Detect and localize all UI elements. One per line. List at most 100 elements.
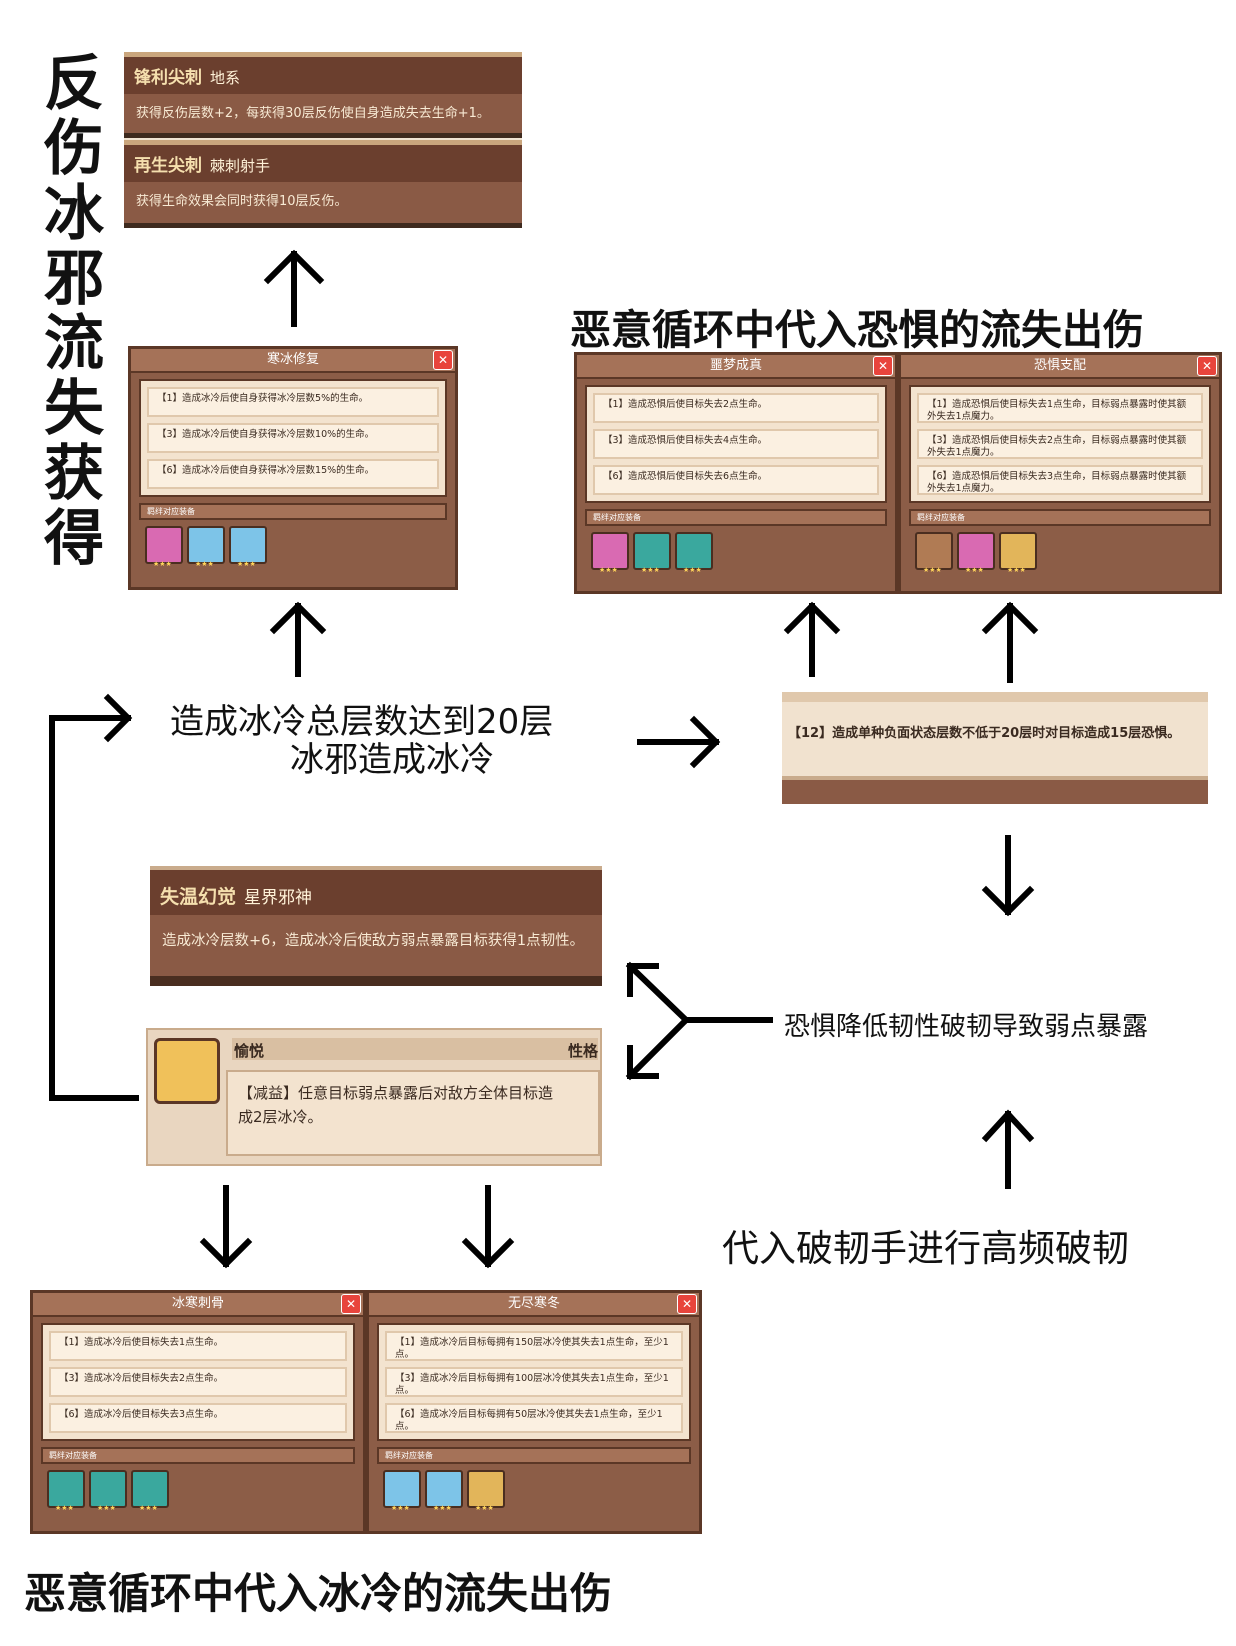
- wand-equip-icon[interactable]: ★★★: [467, 1470, 505, 1512]
- skill-desc: 获得生命效果会同时获得10层反伤。: [136, 194, 348, 209]
- skill-tag: 星界邪神: [244, 888, 313, 908]
- skill-tag: 地系: [210, 69, 241, 87]
- equip-list: ★★★ ★★★ ★★★: [383, 1470, 691, 1512]
- helmet-equip-icon[interactable]: ★★★: [145, 526, 183, 568]
- ring-equip-icon[interactable]: ★★★: [915, 532, 953, 574]
- arrow-up-from-breaker: [981, 1109, 1035, 1189]
- set-bonus-list: 【1】造成恐惧后使目标失去1点生命，目标弱点暴露时使其额外失去1点魔力。 【3】…: [909, 385, 1211, 503]
- title-fear-loop: 恶意循环中代入恐惧的流失出伤: [570, 306, 1144, 354]
- fear-break-line: 恐惧降低韧性破韧导致弱点暴露: [784, 1012, 1149, 1042]
- trait-category: 性格: [568, 1042, 599, 1060]
- set-bonus-row: 【6】造成冰冷后目标每拥有50层冰冷使其失去1点生命，至少1点。: [385, 1403, 683, 1433]
- set-bonus-row: 【1】造成恐惧后使目标失去2点生命。: [593, 393, 879, 423]
- equip-label: 羁绊对应装备: [377, 1447, 691, 1464]
- close-icon[interactable]: ✕: [341, 1294, 361, 1314]
- set-panel-ice-bone: 冰寒刺骨 ✕ 【1】造成冰冷后使目标失去1点生命。 【3】造成冰冷后使目标失去2点…: [30, 1290, 366, 1534]
- set-bonus-row: 【3】造成恐惧后使目标失去2点生命，目标弱点暴露时使其额外失去1点魔力。: [917, 429, 1203, 459]
- hat-equip-icon[interactable]: ★★★: [675, 532, 713, 574]
- close-icon[interactable]: ✕: [873, 356, 893, 376]
- equip-list: ★★★ ★★★ ★★★: [591, 532, 887, 574]
- skill-card-regen-spike: 再生尖刺棘刺射手 获得生命效果会同时获得10层反伤。: [124, 140, 522, 228]
- equip-label: 羁绊对应装备: [585, 509, 887, 526]
- arrow-up-to-ice-repair: [269, 601, 327, 677]
- wand-equip-icon[interactable]: ★★★: [229, 526, 267, 568]
- trait-name: 愉悦: [234, 1042, 265, 1060]
- skill-stack-top: 锋利尖刺地系 获得反伤层数+2，每获得30层反伤使自身造成失去生命+1。 再生尖…: [124, 52, 522, 228]
- equip-list: ★★★ ★★★ ★★★: [915, 532, 1211, 574]
- close-icon[interactable]: ✕: [433, 350, 453, 370]
- set-bonus-row: 【6】造成冰冷后使目标失去3点生命。: [49, 1403, 347, 1433]
- set-bonus-row: 【6】造成恐惧后使目标失去6点生命。: [593, 465, 879, 495]
- threshold-bonus-text: 【12】造成单种负面状态层数不低于20层时对目标造成15层恐惧。: [788, 726, 1181, 741]
- set-bonus-row: 【3】造成恐惧后使目标失去4点生命。: [593, 429, 879, 459]
- crystal-equip-icon[interactable]: ★★★: [425, 1470, 463, 1512]
- trait-desc-line1: 【减益】任意目标弱点暴露后对敌方全体目标造: [238, 1084, 554, 1102]
- set-bonus-list: 【1】造成冰冷后使自身获得冰冷层数5%的生命。 【3】造成冰冷后使自身获得冰冷层…: [139, 379, 447, 497]
- helmet-equip-icon[interactable]: ★★★: [383, 1470, 421, 1512]
- arrow-down-to-endless-cold: [461, 1185, 515, 1269]
- set-title: 冰寒刺骨: [171, 1296, 224, 1311]
- vertical-title: 反伤冰邪流失获得: [44, 49, 104, 574]
- gem-equip-icon[interactable]: ★★★: [999, 532, 1037, 574]
- title-cold-loop: 恶意循环中代入冰冷的流失出伤: [24, 1569, 613, 1618]
- set-panel-fear-rule: 恐惧支配 ✕ 【1】造成恐惧后使目标失去1点生命，目标弱点暴露时使其额外失去1点魔…: [898, 352, 1222, 594]
- skill-desc: 获得反伤层数+2，每获得30层反伤使自身造成失去生命+1。: [136, 106, 490, 121]
- arrow-up-to-nightmare: [783, 601, 841, 677]
- skill-card-illusion: 失温幻觉星界邪神 造成冰冷层数+6，造成冰冷后使敌方弱点暴露目标获得1点韧性。: [150, 866, 602, 986]
- amulet-equip-icon[interactable]: ★★★: [957, 532, 995, 574]
- set-bonus-row: 【1】造成冰冷后使目标失去1点生命。: [49, 1331, 347, 1361]
- armor-equip-icon[interactable]: ★★★: [633, 532, 671, 574]
- set-title: 寒冰修复: [266, 352, 319, 367]
- skill-name: 锋利尖刺: [134, 68, 202, 88]
- set-bonus-row: 【1】造成冰冷后目标每拥有150层冰冷使其失去1点生命，至少1点。: [385, 1331, 683, 1361]
- set-bonus-row: 【6】造成恐惧后使目标失去3点生命，目标弱点暴露时使其额外失去1点魔力。: [917, 465, 1203, 495]
- equip-label: 羁绊对应装备: [139, 503, 447, 520]
- set-panel-ice-repair: 寒冰修复 ✕ 【1】造成冰冷后使自身获得冰冷层数5%的生命。 【3】造成冰冷后使自…: [128, 346, 458, 590]
- trait-card-joy: 愉悦 性格 【减益】任意目标弱点暴露后对敌方全体目标造 成2层冰冷。: [146, 1028, 602, 1166]
- cold-threshold-line1: 造成冰冷总层数达到20层: [170, 702, 554, 742]
- arrow-up-to-skills: [263, 249, 325, 327]
- skill-name: 再生尖刺: [134, 156, 202, 176]
- arrow-loop-back: [49, 693, 139, 1101]
- staff-equip-icon[interactable]: ★★★: [131, 1470, 169, 1512]
- set-bonus-row: 【3】造成冰冷后使自身获得冰冷层数10%的生命。: [147, 423, 439, 453]
- threshold-bonus-box: 【12】造成单种负面状态层数不低于20层时对目标造成15层恐惧。: [782, 692, 1208, 804]
- breaker-line: 代入破韧手进行高频破韧: [722, 1227, 1129, 1270]
- equip-label: 羁绊对应装备: [41, 1447, 355, 1464]
- set-title: 无尽寒冬: [507, 1296, 560, 1311]
- trait-icon[interactable]: [154, 1038, 220, 1104]
- set-title: 噩梦成真: [709, 358, 762, 373]
- cold-threshold-line2: 冰邪造成冰冷: [290, 740, 494, 780]
- equip-list: ★★★ ★★★ ★★★: [47, 1470, 355, 1512]
- arrow-down-to-fear: [981, 835, 1035, 917]
- set-bonus-row: 【3】造成冰冷后使目标失去2点生命。: [49, 1367, 347, 1397]
- set-panel-endless-cold: 无尽寒冬 ✕ 【1】造成冰冷后目标每拥有150层冰冷使其失去1点生命，至少1点。 …: [366, 1290, 702, 1534]
- set-bonus-list: 【1】造成冰冷后目标每拥有150层冰冷使其失去1点生命，至少1点。 【3】造成冰…: [377, 1323, 691, 1441]
- arrow-up-to-fear-rule: [981, 601, 1039, 683]
- necklace-equip-icon[interactable]: ★★★: [591, 532, 629, 574]
- arrow-right-to-threshold: [637, 715, 721, 769]
- equip-label: 羁绊对应装备: [909, 509, 1211, 526]
- trait-desc-line2: 成2层冰冷。: [238, 1108, 323, 1126]
- set-bonus-row: 【3】造成冰冷后目标每拥有100层冰冷使其失去1点生命，至少1点。: [385, 1367, 683, 1397]
- skill-tag: 棘刺射手: [210, 157, 271, 175]
- set-bonus-list: 【1】造成恐惧后使目标失去2点生命。 【3】造成恐惧后使目标失去4点生命。 【6…: [585, 385, 887, 503]
- helmet-equip-icon[interactable]: ★★★: [47, 1470, 85, 1512]
- arrow-fork-left: [625, 961, 773, 1081]
- set-bonus-row: 【1】造成恐惧后使目标失去1点生命，目标弱点暴露时使其额外失去1点魔力。: [917, 393, 1203, 423]
- necklace-equip-icon[interactable]: ★★★: [89, 1470, 127, 1512]
- close-icon[interactable]: ✕: [1197, 356, 1217, 376]
- set-bonus-row: 【6】造成冰冷后使自身获得冰冷层数15%的生命。: [147, 459, 439, 489]
- skill-desc: 造成冰冷层数+6，造成冰冷后使敌方弱点暴露目标获得1点韧性。: [162, 933, 585, 949]
- close-icon[interactable]: ✕: [677, 1294, 697, 1314]
- arrow-down-to-ice-bone: [199, 1185, 253, 1269]
- set-panel-nightmare: 噩梦成真 ✕ 【1】造成恐惧后使目标失去2点生命。 【3】造成恐惧后使目标失去4点…: [574, 352, 898, 594]
- equip-list: ★★★ ★★★ ★★★: [145, 526, 447, 568]
- potion-equip-icon[interactable]: ★★★: [187, 526, 225, 568]
- set-bonus-list: 【1】造成冰冷后使目标失去1点生命。 【3】造成冰冷后使目标失去2点生命。 【6…: [41, 1323, 355, 1441]
- set-title: 恐惧支配: [1033, 358, 1086, 373]
- skill-name: 失温幻觉: [160, 886, 237, 908]
- skill-card-sharp-spike: 锋利尖刺地系 获得反伤层数+2，每获得30层反伤使自身造成失去生命+1。: [124, 52, 522, 138]
- set-bonus-row: 【1】造成冰冷后使自身获得冰冷层数5%的生命。: [147, 387, 439, 417]
